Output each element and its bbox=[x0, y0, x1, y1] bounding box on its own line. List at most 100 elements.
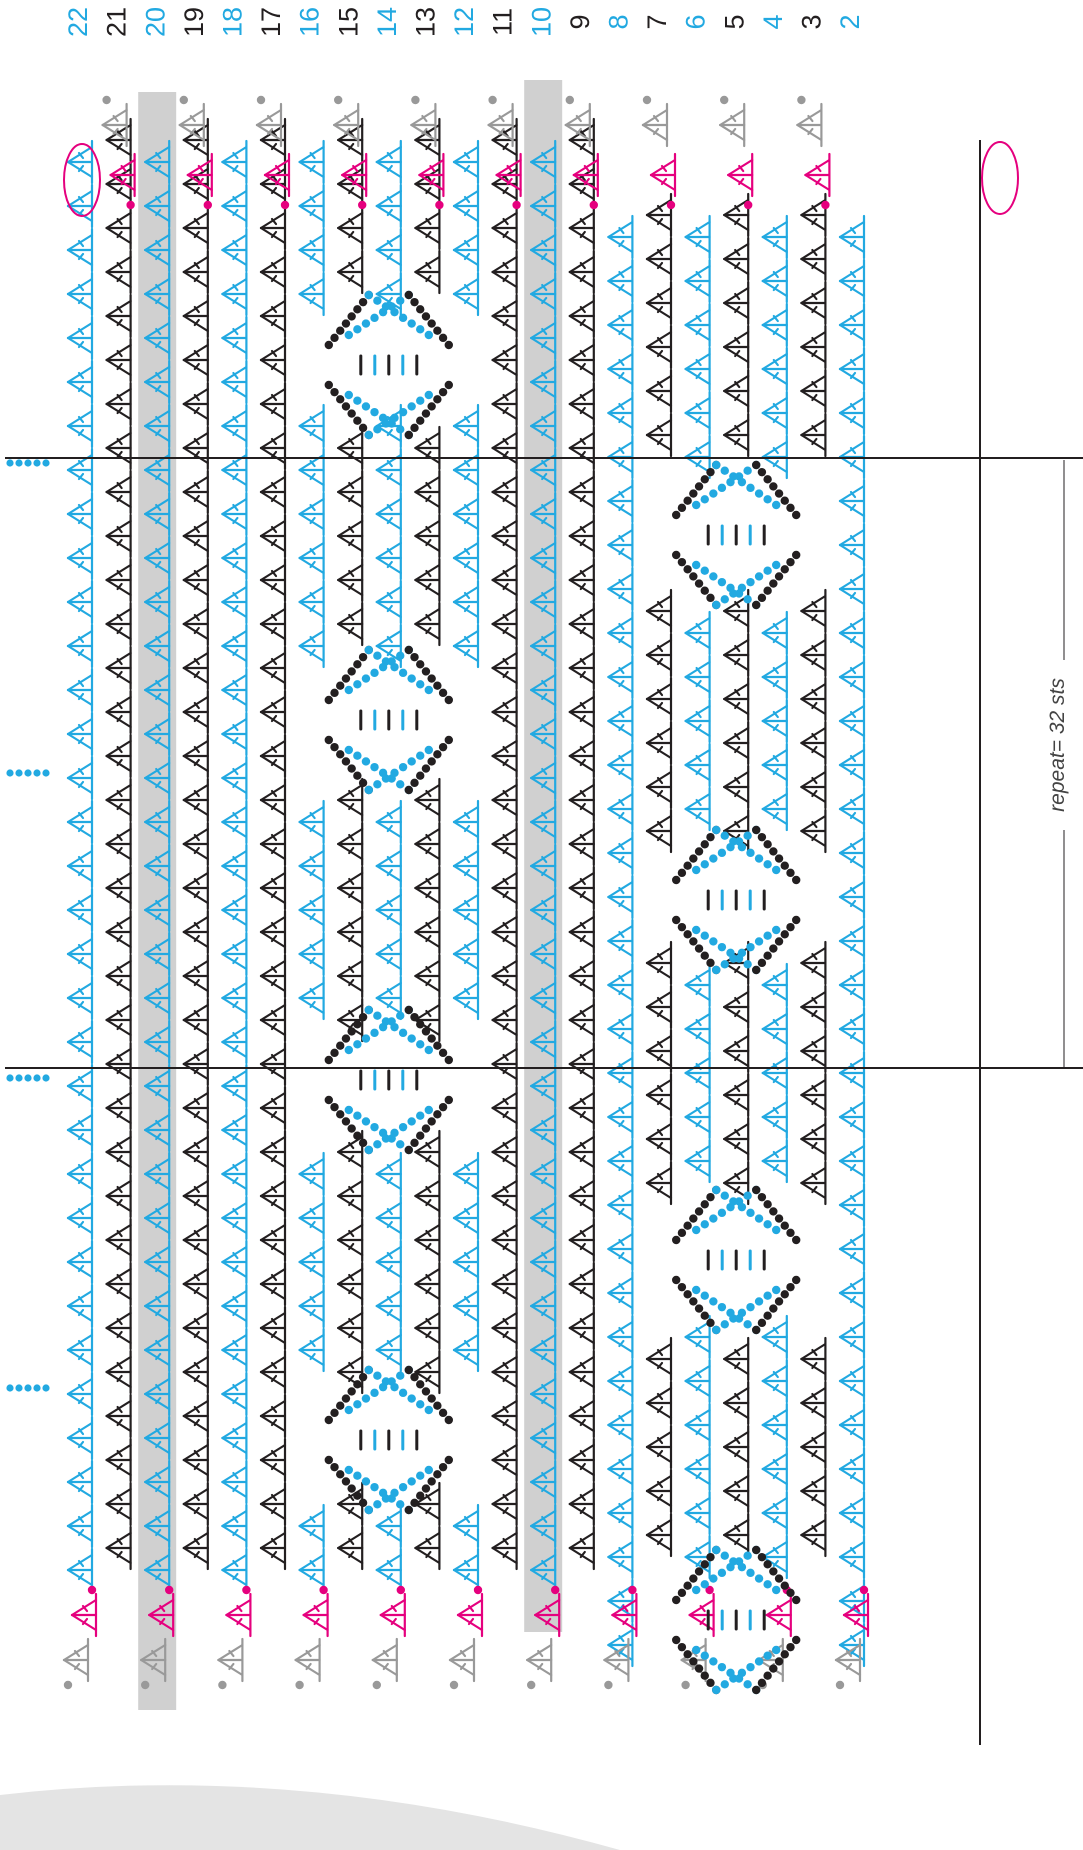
chain-stitch-symbol bbox=[425, 331, 433, 339]
stitch-cluster-symbol bbox=[68, 1241, 92, 1283]
stitch-cluster-symbol bbox=[608, 1052, 632, 1094]
chain-stitch-symbol bbox=[330, 1409, 338, 1417]
chain-stitch-symbol bbox=[353, 752, 361, 760]
chain-stitch-symbol bbox=[763, 1560, 771, 1568]
chain-stitch-symbol bbox=[755, 937, 763, 945]
chain-stitch-symbol bbox=[126, 201, 134, 209]
stitch-cluster-symbol bbox=[184, 603, 208, 645]
chain-stitch-symbol bbox=[758, 1193, 766, 1201]
stitch-cluster-symbol bbox=[415, 1175, 439, 1217]
chain-stitch-symbol bbox=[683, 930, 691, 938]
stitch-cluster-symbol bbox=[724, 1338, 748, 1380]
stitch-cluster-symbol bbox=[377, 1549, 401, 1591]
stitch-cluster-symbol bbox=[840, 480, 864, 522]
row-number: 12 bbox=[449, 7, 479, 37]
chain-stitch-symbol bbox=[422, 1124, 430, 1132]
chain-stitch-symbol bbox=[362, 1117, 370, 1125]
stitch-cluster-symbol bbox=[107, 207, 131, 249]
chain-stitch-symbol bbox=[718, 578, 726, 586]
stitch-cluster-symbol bbox=[377, 1153, 401, 1195]
stitch-cluster-symbol bbox=[184, 471, 208, 513]
chain-stitch-symbol bbox=[695, 579, 703, 587]
stitch-cluster-symbol bbox=[763, 216, 787, 258]
chain-stitch-symbol bbox=[425, 1406, 433, 1414]
chain-stitch-symbol bbox=[689, 1214, 697, 1222]
stitch-cluster-symbol bbox=[68, 1461, 92, 1503]
chain-stitch-symbol bbox=[729, 954, 737, 962]
chain-stitch-symbol bbox=[353, 1400, 361, 1408]
stitch-cluster-symbol bbox=[763, 964, 787, 1006]
stitch-cluster-symbol bbox=[690, 1594, 714, 1636]
chain-stitch-symbol bbox=[712, 1686, 720, 1694]
chain-stitch-symbol bbox=[738, 478, 746, 486]
chain-stitch-symbol bbox=[422, 409, 430, 417]
stitch-cluster-symbol bbox=[338, 559, 362, 601]
chain-stitch-symbol bbox=[763, 1312, 771, 1320]
stitch-cluster-symbol bbox=[338, 1219, 362, 1261]
chain-stitch-symbol bbox=[407, 1394, 415, 1402]
chain-stitch-symbol bbox=[695, 847, 703, 855]
stitch-cluster-symbol bbox=[608, 1272, 632, 1314]
stitch-cluster-symbol bbox=[493, 1439, 517, 1481]
chain-stitch-symbol bbox=[439, 388, 447, 396]
stitch-cluster-symbol bbox=[184, 295, 208, 337]
stitch-cluster-symbol bbox=[338, 911, 362, 953]
stitch-cluster-symbol bbox=[300, 1549, 324, 1591]
chain-stitch-symbol bbox=[752, 1546, 760, 1554]
chain-stitch-symbol bbox=[6, 769, 13, 776]
chain-stitch-symbol bbox=[416, 1112, 424, 1120]
stitch-cluster-symbol bbox=[454, 1197, 478, 1239]
stitch-cluster-symbol bbox=[570, 383, 594, 425]
chain-stitch-symbol bbox=[786, 504, 794, 512]
repeat-label: repeat= 32 sts bbox=[1046, 678, 1069, 812]
chain-stitch-symbol bbox=[755, 489, 763, 497]
chain-stitch-symbol bbox=[15, 1074, 22, 1081]
stitch-cluster-symbol bbox=[300, 537, 324, 579]
stitch-cluster-symbol bbox=[608, 260, 632, 302]
stitch-cluster-symbol bbox=[801, 1426, 825, 1468]
stitch-cluster-symbol bbox=[107, 1527, 131, 1569]
chain-stitch-symbol bbox=[758, 1679, 766, 1687]
stitch-cluster-symbol bbox=[68, 405, 92, 447]
chain-stitch-symbol bbox=[743, 832, 751, 840]
chain-stitch-symbol bbox=[692, 561, 700, 569]
chain-stitch-symbol bbox=[362, 1034, 370, 1042]
stitch-cluster-symbol bbox=[68, 1285, 92, 1327]
chain-stitch-symbol bbox=[342, 757, 350, 765]
chain-stitch-symbol bbox=[590, 201, 598, 209]
chain-stitch-symbol bbox=[775, 489, 783, 497]
stitch-cluster-symbol bbox=[415, 779, 439, 821]
chain-stitch-symbol bbox=[628, 1586, 636, 1594]
stitch-cluster-symbol bbox=[68, 317, 92, 359]
chain-stitch-symbol bbox=[763, 567, 771, 575]
stitch-cluster-symbol bbox=[570, 427, 594, 469]
stitch-cluster-symbol bbox=[68, 713, 92, 755]
stitch-cluster-symbol bbox=[493, 867, 517, 909]
chain-stitch-symbol bbox=[416, 772, 424, 780]
chain-stitch-symbol bbox=[721, 1320, 729, 1328]
stitch-cluster-symbol bbox=[454, 493, 478, 535]
stitch-row bbox=[643, 96, 675, 1556]
chain-stitch-symbol bbox=[692, 1226, 700, 1234]
chain-stitch-symbol bbox=[701, 1292, 709, 1300]
chain-stitch-symbol bbox=[689, 1297, 697, 1305]
row-number: 20 bbox=[140, 7, 170, 37]
stitch-cluster-symbol bbox=[570, 1527, 594, 1569]
stitch-cluster-symbol bbox=[222, 757, 246, 799]
stitch-cluster-symbol bbox=[647, 1470, 671, 1512]
chain-stitch-symbol bbox=[755, 572, 763, 580]
stitch-cluster-symbol bbox=[647, 722, 671, 764]
chain-stitch-symbol bbox=[678, 923, 686, 931]
stitch-cluster-symbol bbox=[801, 1470, 825, 1512]
chain-stitch-symbol bbox=[410, 298, 418, 306]
stitch-cluster-symbol bbox=[68, 361, 92, 403]
stitch-cluster-symbol bbox=[493, 603, 517, 645]
chain-stitch-symbol bbox=[399, 1389, 407, 1397]
stitch-cluster-symbol bbox=[763, 1360, 787, 1402]
stitch-cluster-symbol bbox=[608, 1316, 632, 1358]
chain-stitch-symbol bbox=[695, 1664, 703, 1672]
chain-stitch-symbol bbox=[353, 680, 361, 688]
stitch-cluster-symbol bbox=[763, 1492, 787, 1534]
stitch-cluster-symbol bbox=[261, 911, 285, 953]
chain-stitch-symbol bbox=[786, 1643, 794, 1651]
